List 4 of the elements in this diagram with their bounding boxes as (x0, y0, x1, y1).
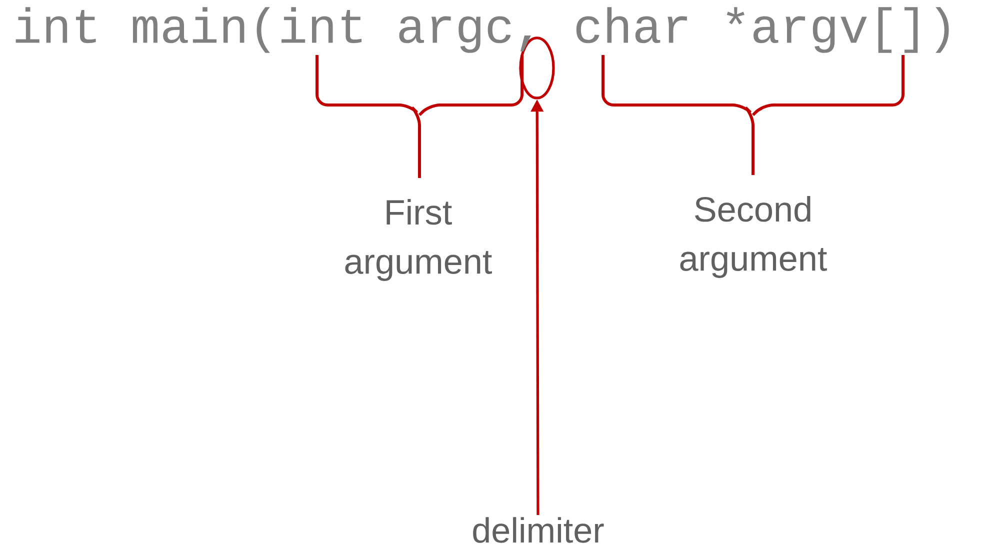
delimiter-label: delimiter (473, 517, 604, 543)
argument-label: Second argument (680, 196, 827, 278)
argument-label: First argument (345, 199, 492, 281)
code-line: int main(int argc, char *argv[]) (16, 7, 949, 53)
